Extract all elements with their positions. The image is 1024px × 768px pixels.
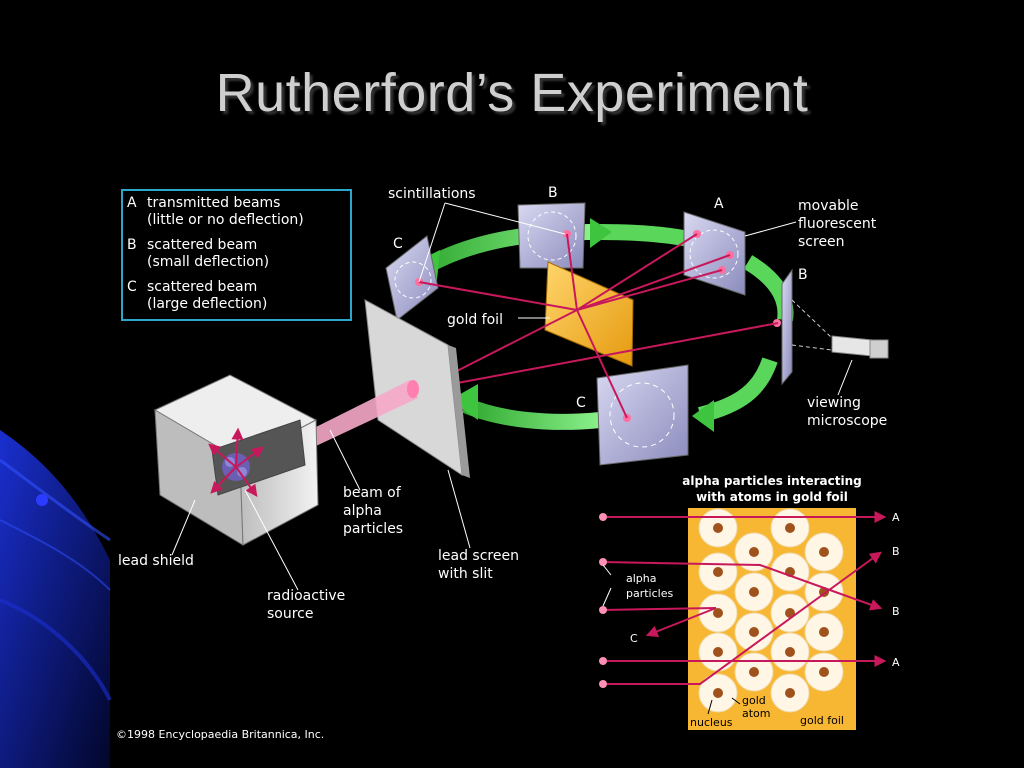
inset-nucleus: nucleus xyxy=(690,716,733,729)
slide-title: Rutherford’s Experiment xyxy=(215,63,809,123)
inset-alpha-line2: particles xyxy=(626,587,673,600)
legend-a-line1: transmitted beams xyxy=(147,195,280,211)
inset-out-a1: A xyxy=(892,511,900,524)
screen-c-bottom xyxy=(596,364,689,466)
gold-nucleus xyxy=(713,608,723,618)
label-beam-line3: particles xyxy=(343,521,403,537)
gold-nucleus xyxy=(785,647,795,657)
gold-nucleus xyxy=(713,688,723,698)
inset-gold-foil: gold foil xyxy=(800,714,844,727)
gold-nucleus xyxy=(785,523,795,533)
label-microscope-line2: microscope xyxy=(807,413,887,429)
gold-nucleus xyxy=(749,587,759,597)
leader-lines xyxy=(171,202,853,591)
legend-key-b: B xyxy=(127,237,137,253)
label-source-line2: source xyxy=(267,606,314,622)
label-screen-line3: screen xyxy=(798,234,845,250)
label-screen-line1: movable xyxy=(798,198,858,214)
gold-nucleus xyxy=(713,567,723,577)
inset-out-c: C xyxy=(630,632,638,645)
particle-paths xyxy=(418,233,779,419)
label-source-line1: radioactive xyxy=(267,588,345,604)
inset-particles xyxy=(599,513,607,688)
label-a-top: A xyxy=(714,196,724,212)
viewing-microscope xyxy=(791,299,889,359)
lead-shield-box xyxy=(153,374,319,546)
inset-gold-foil: alpha particles interacting with atoms i… xyxy=(599,474,900,730)
inset-title-line2: with atoms in gold foil xyxy=(696,490,848,504)
label-lead-shield: lead shield xyxy=(118,553,194,569)
label-c-bottom: C xyxy=(576,395,586,411)
label-lead-screen-line2: with slit xyxy=(438,566,493,582)
label-beam-line2: alpha xyxy=(343,503,382,519)
screen-b-right xyxy=(773,268,793,386)
gold-nucleus xyxy=(819,627,829,637)
inset-alpha-line1: alpha xyxy=(626,572,657,585)
gold-nucleus xyxy=(785,688,795,698)
screen-b-top xyxy=(517,202,586,269)
screen-a-top xyxy=(683,211,746,296)
gold-nucleus xyxy=(749,547,759,557)
gold-foil-sheet xyxy=(544,261,634,367)
label-c-left: C xyxy=(393,236,403,252)
rutherford-diagram: A transmitted beams (little or no deflec… xyxy=(116,185,900,741)
inset-out-a2: A xyxy=(892,656,900,669)
inset-out-b1: B xyxy=(892,545,900,558)
label-lead-screen-line1: lead screen xyxy=(438,548,519,564)
gold-nucleus xyxy=(713,647,723,657)
legend-b-line2: (small deflection) xyxy=(147,254,269,270)
label-scintillations: scintillations xyxy=(388,186,476,202)
legend-c-line2: (large deflection) xyxy=(147,296,267,312)
gold-atoms xyxy=(698,508,844,713)
credit-text: ©1998 Encyclopaedia Britannica, Inc. xyxy=(116,728,324,741)
gold-nucleus xyxy=(749,667,759,677)
label-b-top: B xyxy=(548,185,558,201)
gold-nucleus xyxy=(819,547,829,557)
label-beam-line1: beam of xyxy=(343,485,402,501)
gold-nucleus xyxy=(819,667,829,677)
label-screen-line2: fluorescent xyxy=(798,216,877,232)
inset-paths xyxy=(602,511,887,685)
legend-b-line1: scattered beam xyxy=(147,237,257,253)
label-b-right: B xyxy=(798,267,808,283)
inset-out-b2: B xyxy=(892,605,900,618)
legend-box: A transmitted beams (little or no deflec… xyxy=(121,189,352,321)
inset-title-line1: alpha particles interacting xyxy=(682,474,861,488)
inset-gold-atom-line1: gold xyxy=(742,694,766,707)
gold-nucleus xyxy=(749,627,759,637)
legend-c-line1: scattered beam xyxy=(147,279,257,295)
gold-nucleus xyxy=(713,523,723,533)
label-microscope-line1: viewing xyxy=(807,395,861,411)
legend-key-c: C xyxy=(127,279,137,295)
legend-key-a: A xyxy=(127,195,137,211)
label-gold-foil: gold foil xyxy=(447,312,503,328)
inset-gold-atom-line2: atom xyxy=(742,707,771,720)
legend-a-line2: (little or no deflection) xyxy=(147,212,304,228)
